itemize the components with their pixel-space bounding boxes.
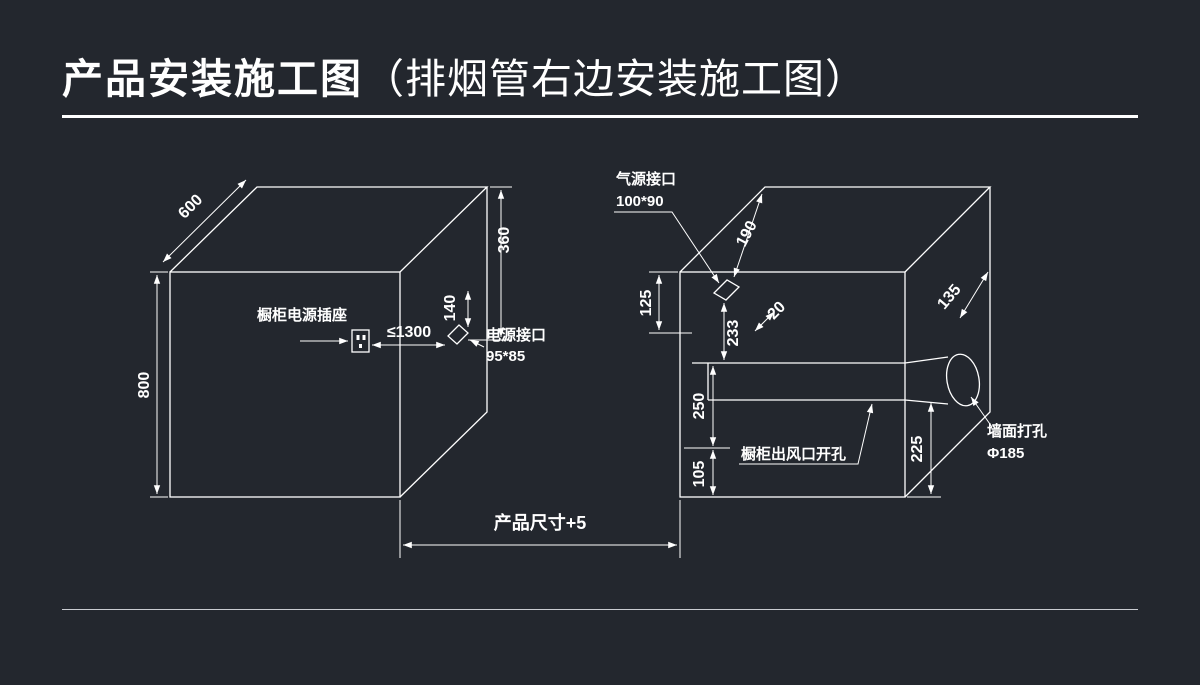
gas-port-shape <box>712 279 741 301</box>
dim-1300: ≤1300 <box>372 324 445 349</box>
power-socket: 橱柜电源插座 <box>257 306 370 353</box>
wall-hole-circle <box>945 353 981 407</box>
power-port-title: 电源接口 <box>486 326 546 344</box>
dim-233-label: 233 <box>725 320 742 347</box>
power-port: 电源接口 95*85 <box>447 324 546 365</box>
dim-product-size-label: 产品尺寸+5 <box>494 512 587 533</box>
dim-125: 125 <box>638 271 692 334</box>
dim-product-size: 产品尺寸+5 <box>399 500 681 558</box>
outlet-opening-label: 橱柜出风口开孔 <box>739 403 874 465</box>
wall-hole-title: 墙面打孔 <box>987 422 1047 440</box>
dim-135: 135 <box>934 271 989 319</box>
dim-800: 800 <box>136 271 168 498</box>
dim-250: 250 <box>684 366 730 449</box>
outlet-label: 橱柜出风口开孔 <box>741 445 846 463</box>
dim-360-label: 360 <box>496 227 513 254</box>
duct-opening <box>692 353 981 407</box>
gas-port-size: 100*90 <box>616 193 664 210</box>
left-cabinet-side-face <box>399 187 488 498</box>
footer-rule <box>62 609 1138 610</box>
dim-1300-label: ≤1300 <box>387 324 431 341</box>
dim-135-label: 135 <box>934 281 964 312</box>
dim-250-label: 250 <box>691 393 708 420</box>
dim-225-label: 225 <box>909 436 926 463</box>
wall-hole: 墙面打孔 Φ185 <box>970 396 1047 462</box>
right-cabinet-front-face <box>679 271 906 498</box>
dim-20: 20 <box>754 298 790 332</box>
dim-125-label: 125 <box>638 290 655 317</box>
gas-port: 气源接口 100*90 <box>614 170 741 301</box>
left-cabinet-top-face <box>169 186 489 273</box>
page-title-sub: （排烟管右边安装施工图） <box>363 56 867 102</box>
dim-600-label: 600 <box>175 191 206 222</box>
left-cabinet <box>169 186 489 498</box>
page-title-main: 产品安装施工图 <box>62 56 363 102</box>
title-underline <box>62 115 1138 118</box>
power-socket-icon <box>351 329 370 353</box>
dim-190: 190 <box>733 193 763 278</box>
page-title: 产品安装施工图（排烟管右边安装施工图） <box>62 56 867 102</box>
dim-360: 360 <box>468 186 513 341</box>
dim-225: 225 <box>907 403 941 498</box>
socket-label: 橱柜电源插座 <box>257 306 347 324</box>
right-cabinet-top-face <box>679 186 992 273</box>
dim-190-label: 190 <box>733 218 761 250</box>
power-port-size: 95*85 <box>486 348 525 365</box>
power-port-shape <box>447 324 469 345</box>
dim-233: 233 <box>720 303 742 360</box>
left-cabinet-front-face <box>169 271 401 498</box>
gas-port-title: 气源接口 <box>615 170 676 188</box>
dim-800-label: 800 <box>136 372 153 399</box>
dim-20-label: 20 <box>765 298 790 323</box>
dim-140-label: 140 <box>442 295 459 322</box>
dim-105-label: 105 <box>691 461 708 488</box>
dim-600: 600 <box>162 179 247 263</box>
dim-140: 140 <box>442 291 472 327</box>
wall-hole-size: Φ185 <box>987 445 1024 462</box>
dim-105: 105 <box>691 450 717 495</box>
